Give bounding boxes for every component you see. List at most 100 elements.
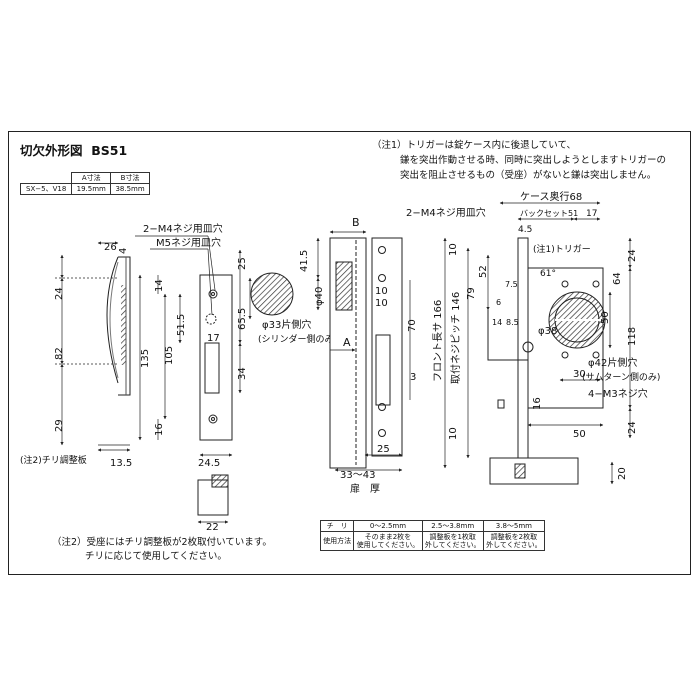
spec-row-model: SX−5、V18 xyxy=(19,183,73,195)
side-label-front-length: フロント長サ 166 xyxy=(432,300,444,382)
door-section xyxy=(329,237,403,469)
chiri-usage-3-line1: 調整板を2枚取 xyxy=(490,533,538,541)
chiri-usage-2-line1: 調整板を1枚取 xyxy=(429,533,476,541)
front-view-strike xyxy=(106,256,131,396)
chiri-header-1: 0〜2.5mm xyxy=(353,520,423,532)
side-dim-4-5: 4.5 xyxy=(518,225,532,235)
side-dim-17: 17 xyxy=(586,209,597,219)
door-label-a: A xyxy=(343,336,351,349)
title-text: 切欠外形図 xyxy=(20,143,83,158)
front-dim-82: 82 xyxy=(54,347,65,360)
lock-case xyxy=(487,237,606,485)
side-dim-14: 14 xyxy=(492,318,502,327)
door-dim-41-5: 41.5 xyxy=(299,250,310,272)
strike-dim-25: 25 xyxy=(237,257,248,270)
note2-line2: チリに応じて使用してください。 xyxy=(85,551,227,562)
strike-label-m5: M5ネジ用皿穴 xyxy=(156,236,221,249)
note1-line2: 鎌を突出作動させる時、同時に突出しようとしますトリガーの xyxy=(400,155,667,166)
side-label-m3: 4−M3ネジ穴 xyxy=(588,387,648,400)
side-dim-30: 30 xyxy=(573,369,586,380)
side-dim-16: 16 xyxy=(532,397,543,410)
side-dim-50a: 50 xyxy=(600,311,611,324)
side-label-trigger: (注1)トリガー xyxy=(533,243,591,255)
spec-row-a: 19.5mm xyxy=(71,183,112,195)
strike-dim-22: 22 xyxy=(206,522,219,533)
cyl-label-note: (シリンダー側のみ) xyxy=(258,333,337,345)
side-dim-24a: 24 xyxy=(627,249,638,262)
chiri-header-2: 2.5〜3.8mm xyxy=(421,520,484,532)
cylinder-hole xyxy=(250,272,294,316)
side-dim-79: 79 xyxy=(466,287,477,300)
side-dim-50b: 50 xyxy=(573,429,586,440)
side-label-depth: ケース奥行68 xyxy=(520,190,582,203)
side-dim-52: 52 xyxy=(478,265,489,278)
side-dim-10a: 10 xyxy=(448,243,459,256)
strike-dim-135: 135 xyxy=(140,349,151,368)
door-dims xyxy=(316,230,411,472)
side-dims xyxy=(443,201,632,485)
door-dim-phi40: φ40 xyxy=(314,287,325,306)
door-dim-25: 25 xyxy=(377,444,390,455)
chiri-row-label: 使用方法 xyxy=(319,531,355,551)
side-label-thumbturn: (サムターン側のみ) xyxy=(582,371,660,383)
strike-dims xyxy=(135,235,252,457)
chiri-usage-1-line1: そのまま2枚を xyxy=(364,533,412,541)
front-dim-29: 29 xyxy=(54,419,65,432)
front-dim-24a: 24 xyxy=(54,287,65,300)
side-label-phi42: φ42片側穴 xyxy=(588,356,637,369)
chiri-header-label: チ リ xyxy=(319,520,355,532)
side-label-backset: バックセット51 xyxy=(520,209,578,218)
chiri-table: チ リ 0〜2.5mm 2.5〜3.8mm 3.8〜5mm 使用方法 そのまま2… xyxy=(319,520,546,551)
side-dim-6: 6 xyxy=(496,298,501,307)
strike-dim-34: 34 xyxy=(237,367,248,380)
model-code: BS51 xyxy=(91,143,128,158)
chiri-usage-2-line2: 外してください。 xyxy=(424,541,481,549)
chiri-usage-1-line2: 使用してください。 xyxy=(356,541,420,549)
side-label-m4: 2−M4ネジ用皿穴 xyxy=(406,206,486,219)
strike-box xyxy=(197,474,229,524)
side-dim-8-5: 8.5 xyxy=(506,318,519,327)
door-dim-70: 70 xyxy=(407,319,418,332)
side-dim-20: 20 xyxy=(617,467,628,480)
strike-dim-14: 14 xyxy=(154,279,165,292)
cyl-label-phi33: φ33片側穴 xyxy=(262,318,311,331)
drawing-frame xyxy=(8,131,691,575)
spec-table: A寸法 B寸法 SX−5、V18 19.5mm 38.5mm xyxy=(19,172,150,195)
side-label-phi38: φ38 xyxy=(538,326,557,337)
door-dim-33-43: 33〜43 xyxy=(340,470,375,481)
chiri-usage-3-line2: 外してください。 xyxy=(486,541,542,549)
chiri-usage-3: 調整板を2枚取外してください。 xyxy=(482,531,546,551)
chiri-usage-2: 調整板を1枚取外してください。 xyxy=(421,531,484,551)
strike-dim-16: 16 xyxy=(154,423,165,436)
side-label-screw-pitch: 取付ネジピッチ 146 xyxy=(449,292,462,384)
door-dim-10b: 10 xyxy=(375,298,388,309)
strike-dim-51-5: 51.5 xyxy=(176,314,187,336)
front-dim-4: 4 xyxy=(118,248,129,254)
front-dim-13-5: 13.5 xyxy=(110,458,132,469)
side-dim-7-5: 7.5 xyxy=(505,280,518,289)
strike-label-m4: 2−M4ネジ用皿穴 xyxy=(143,222,223,235)
drawing-title: 切欠外形図 BS51 xyxy=(20,143,128,158)
chiri-header-3: 3.8〜5mm xyxy=(482,520,546,532)
strike-dim-24-5: 24.5 xyxy=(198,458,220,469)
spec-row-b: 38.5mm xyxy=(110,183,150,195)
door-dim-10a: 10 xyxy=(375,286,388,297)
strike-plate xyxy=(199,274,233,441)
door-label-thickness: 扉 厚 xyxy=(350,482,380,495)
side-dim-118: 118 xyxy=(627,327,638,346)
side-dim-64: 64 xyxy=(612,272,623,285)
strike-dim-17: 17 xyxy=(207,333,220,344)
note1-line1: （注1）トリガーは錠ケース内に後退していて、 xyxy=(372,140,577,151)
strike-dim-65-5: 65.5 xyxy=(237,308,248,330)
side-dim-24b: 24 xyxy=(627,421,638,434)
side-dim-10b: 10 xyxy=(448,427,459,440)
front-view-dims xyxy=(55,241,131,452)
front-dim-26: 26 xyxy=(104,242,117,253)
chiri-usage-1: そのまま2枚を使用してください。 xyxy=(353,531,423,551)
strike-dim-105: 105 xyxy=(164,346,175,365)
note2-line1: （注2）受座にはチリ調整板が2枚取付いています。 xyxy=(52,537,272,548)
door-label-b: B xyxy=(352,216,360,229)
front-label-chiri: (注2)チリ調整板 xyxy=(20,454,87,466)
side-dim-61deg: 61° xyxy=(540,269,556,279)
